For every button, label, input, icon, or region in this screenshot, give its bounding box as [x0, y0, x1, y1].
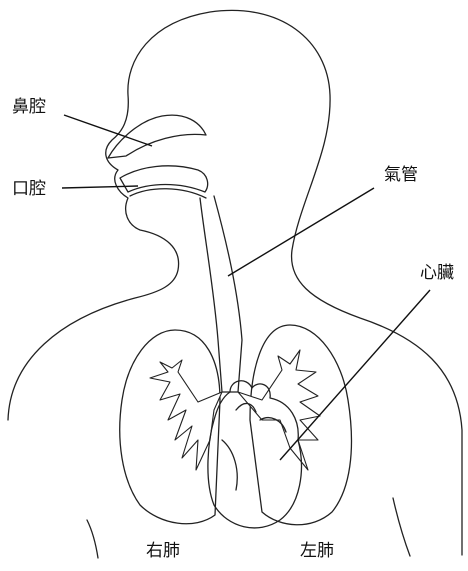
trachea-label: 氣管	[384, 165, 418, 185]
oral-cavity-leader	[62, 186, 138, 188]
nasal-cavity-label: 鼻腔	[12, 97, 46, 117]
left-lung-label: 左肺	[300, 541, 334, 561]
tongue-shape	[130, 189, 206, 198]
right-bronchi	[150, 360, 222, 470]
oral-cavity-shape	[120, 166, 208, 192]
nasal-cavity-leader	[64, 115, 152, 146]
left-arm-line	[87, 520, 98, 558]
right-lung-label: 右肺	[146, 541, 180, 561]
trachea-shape	[200, 196, 242, 392]
right-arm-line	[393, 498, 410, 556]
body-outline	[8, 10, 462, 555]
heart-label: 心臟	[420, 263, 454, 283]
trachea-leader	[228, 188, 374, 276]
oral-cavity-label: 口腔	[12, 179, 46, 199]
nasal-cavity-shape	[108, 115, 206, 158]
